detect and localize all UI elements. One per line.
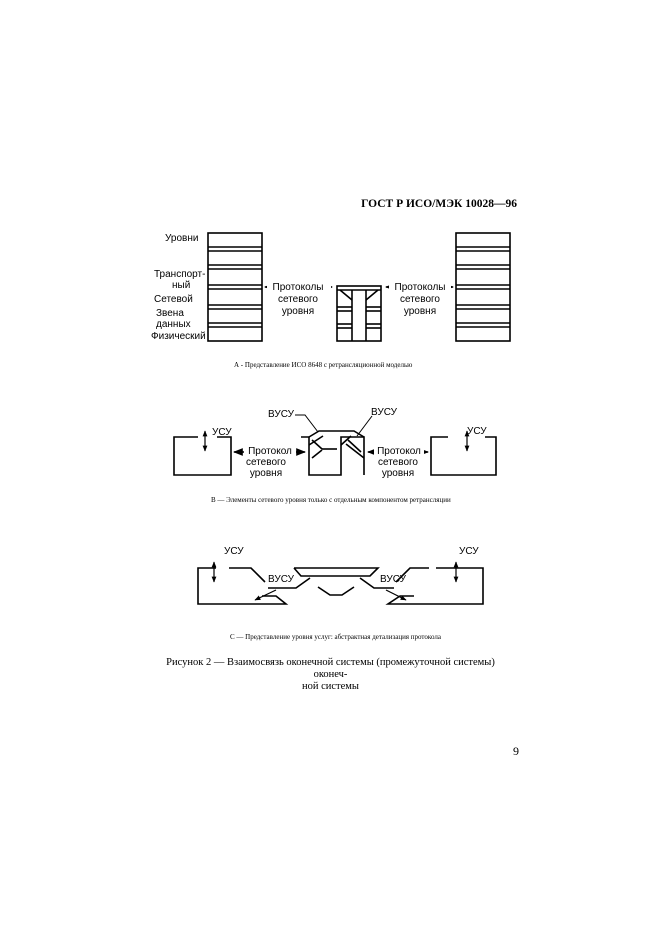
c-left-slant-arrow — [254, 589, 277, 601]
layer-label-transport-2: ный — [172, 280, 190, 291]
page-number: 9 — [513, 744, 519, 758]
protocol-right-line1: Протокол — [377, 446, 421, 457]
c-relay-band — [293, 567, 380, 577]
diagram-c: УСУ УСУ ВУСУ ВУСУ — [197, 546, 484, 605]
protocol-left-line3: уровня — [250, 468, 282, 479]
document-header: ГОСТ Р ИСО/МЭК 10028—96 — [361, 198, 517, 210]
c-left-upper — [229, 567, 266, 583]
c-right-lower — [395, 567, 429, 583]
c-usu-right-label: УСУ — [459, 546, 479, 557]
relay-element — [308, 435, 324, 446]
relay-system — [336, 285, 382, 342]
c-vusu-right-label: ВУСУ — [380, 574, 407, 585]
c-usu-left-label: УСУ — [224, 546, 244, 557]
figure-title-line1: Рисунок 2 — Взаимосвязь оконечной систем… — [166, 657, 495, 680]
protocols-left-line1: Протоколы — [273, 282, 324, 293]
left-stack — [207, 232, 263, 342]
diagram-a: Уровни Транспорт- ный Сетевой Звена данн… — [151, 232, 511, 342]
protocol-right-line3: уровня — [382, 468, 414, 479]
label-bg — [374, 443, 424, 456]
protocols-left-line3: уровня — [282, 306, 314, 317]
figure-title-line2: ной системы — [301, 681, 359, 692]
protocols-right-line1: Протоколы — [395, 282, 446, 293]
layer-label-network: Сетевой — [154, 294, 193, 305]
left-end-system — [173, 436, 232, 476]
layer-label-physical: Физический — [151, 331, 206, 342]
caption-c: С — Представление уровня услуг: абстракт… — [230, 633, 441, 641]
c-center-dip — [317, 586, 355, 596]
protocols-right-line3: уровня — [404, 306, 436, 317]
c-vusu-left-label: ВУСУ — [268, 574, 295, 585]
relay-frame — [301, 436, 365, 476]
diagram-b: УСУ УСУ ВУСУ ВУСУ Протокол сетевого уров… — [173, 407, 497, 479]
relay-top — [308, 430, 365, 438]
c-left-frame — [197, 567, 289, 605]
figure-title: Рисунок 2 — Взаимосвязь оконечной систем… — [150, 657, 511, 693]
label-bg — [267, 279, 331, 293]
usu-right-label: УСУ — [467, 426, 487, 437]
c-center-left — [268, 577, 311, 589]
c-center-right — [359, 577, 394, 589]
vusu-right-leader — [356, 415, 373, 437]
usu-left-label: УСУ — [212, 427, 232, 438]
right-end-system — [430, 436, 497, 476]
protocol-left-line1: Протокол — [248, 446, 292, 457]
vusu-left-leader — [295, 414, 319, 433]
label-bg — [389, 279, 451, 293]
vusu-right-label: ВУСУ — [371, 407, 398, 418]
layer-label-datalink-2: данных — [156, 319, 191, 330]
caption-a: А - Представление ИСО 8648 с ретрансляци… — [234, 361, 413, 369]
right-stack — [455, 232, 511, 342]
layer-label-datalink-1: Звена — [156, 308, 184, 319]
caption-b: В — Элементы сетевого уровня только с от… — [211, 496, 451, 504]
protocol-left-line2: сетевого — [246, 457, 286, 468]
c-right-slant-arrow — [385, 589, 407, 601]
layer-label-transport-1: Транспорт- — [154, 269, 205, 280]
protocols-left-line2: сетевого — [278, 294, 318, 305]
vusu-left-label: ВУСУ — [268, 409, 295, 420]
protocol-right-line2: сетевого — [378, 457, 418, 468]
label-bg — [244, 443, 296, 456]
protocols-right-line2: сетевого — [400, 294, 440, 305]
levels-title: Уровни — [165, 233, 198, 244]
